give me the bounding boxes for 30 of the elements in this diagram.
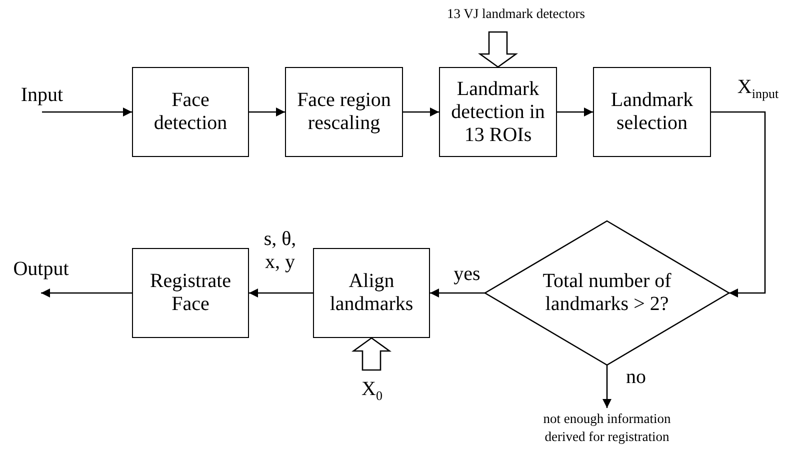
box-label: Registrate Face bbox=[148, 270, 232, 316]
box-label: Total number of landmarks > 2? bbox=[542, 270, 672, 316]
arrow bbox=[41, 288, 132, 298]
arrow bbox=[711, 111, 766, 298]
process-box bbox=[439, 67, 557, 157]
arrow bbox=[403, 108, 439, 116]
box-label: Face detection bbox=[152, 89, 228, 135]
arrow bbox=[42, 108, 132, 116]
box-label: Landmark selection bbox=[610, 89, 694, 135]
process-box bbox=[313, 248, 430, 338]
process-box bbox=[132, 248, 249, 338]
arrow bbox=[557, 108, 593, 116]
arrow bbox=[430, 288, 485, 298]
text-label: Output bbox=[13, 258, 69, 281]
text-label: Input bbox=[20, 84, 64, 107]
process-box bbox=[593, 67, 711, 157]
hollow-arrow bbox=[351, 337, 392, 371]
arrow bbox=[602, 365, 612, 408]
note-text: not enough information derived for registration bbox=[542, 410, 672, 446]
decision-diamond bbox=[485, 221, 729, 365]
process-box bbox=[285, 67, 403, 157]
note-text: 13 VJ landmark detectors bbox=[446, 5, 586, 23]
process-box bbox=[132, 67, 249, 157]
hollow-arrow bbox=[478, 31, 518, 68]
box-label: Landmark detection in 13 ROIs bbox=[450, 78, 546, 146]
text-label: X$_{0}$ bbox=[362, 378, 382, 404]
arrow bbox=[249, 108, 285, 116]
box-label: Align landmarks bbox=[328, 270, 414, 316]
arrow bbox=[249, 288, 313, 298]
box-label: Face region rescaling bbox=[296, 89, 392, 135]
